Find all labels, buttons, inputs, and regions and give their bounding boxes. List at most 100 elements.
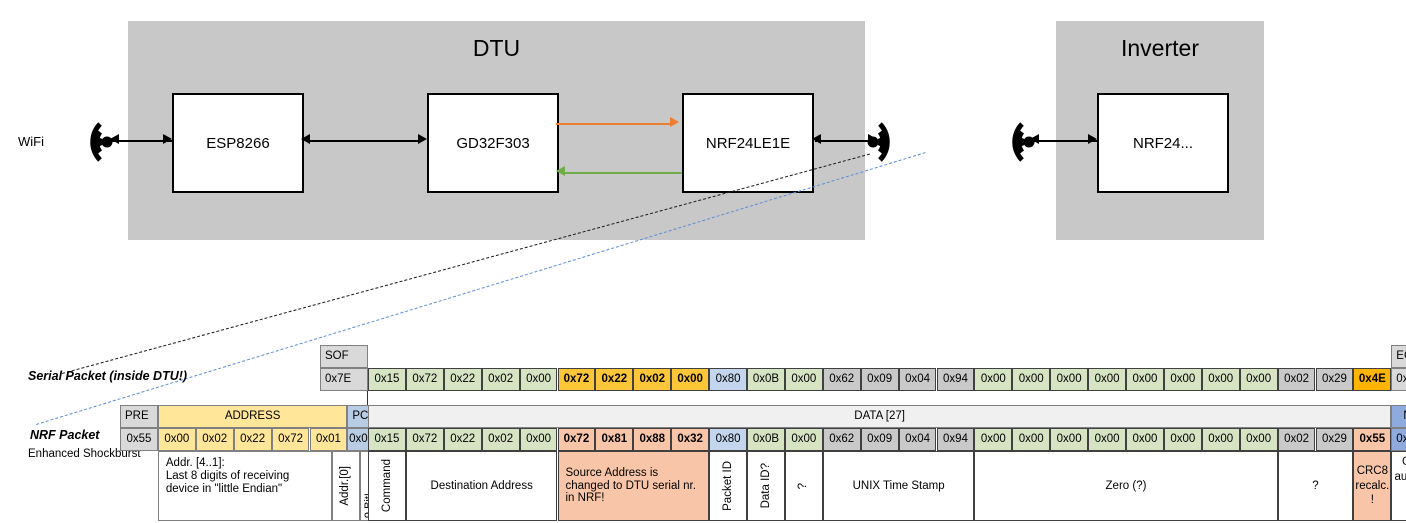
inverter-title: Inverter (1121, 35, 1199, 61)
serial-packet-label: Serial Packet (inside DTU!) (28, 369, 188, 383)
nrf-byte-11: 0x00 (784, 428, 823, 451)
serial-byte-10: 0x0B (747, 368, 785, 391)
chip-label: NRF24LE1E (705, 134, 791, 152)
nrf-address-byte-4: 0x01 (309, 428, 348, 451)
serial-eof-value: 0x7F (1391, 368, 1406, 391)
desc-nrf-crc: Generatedautomatically.DontCare! (1391, 451, 1406, 521)
esp-gd32-arrow-left (301, 134, 310, 144)
serial-byte-0: 0x15 (368, 368, 406, 391)
nrf-data-header: DATA [27] (368, 405, 1392, 428)
desc-unknown-2: ? (1277, 451, 1354, 521)
chip-label: GD32F303 (456, 134, 530, 152)
desc-timestamp: UNIX Time Stamp (822, 451, 975, 521)
desc-packet-id: Packet ID (709, 451, 747, 521)
nrf-byte-20: 0x00 (1126, 428, 1164, 451)
serial-byte-20: 0x00 (1126, 368, 1164, 391)
serial-byte-23: 0x00 (1239, 368, 1278, 391)
desc-command: Command (368, 451, 406, 521)
serial-byte-2: 0x22 (443, 368, 482, 391)
serial-byte-21: 0x00 (1163, 368, 1202, 391)
nrf-address-byte-3: 0x72 (271, 428, 310, 451)
serial-eof-header: EOF (1391, 345, 1406, 368)
nrf-byte-6: 0x81 (595, 428, 634, 451)
serial-byte-7: 0x02 (633, 368, 672, 391)
serial-nrf-connector (367, 391, 368, 405)
nrf-to-gd32-arrow (556, 166, 565, 176)
nrf-byte-16: 0x00 (974, 428, 1013, 451)
nrf-byte-25: 0x29 (1315, 428, 1354, 451)
nrf-byte-0: 0x15 (368, 428, 406, 451)
serial-byte-13: 0x09 (860, 368, 899, 391)
nrf-byte-24: 0x02 (1277, 428, 1316, 451)
esp-gd32-line (306, 140, 422, 142)
nrf-byte-14: 0x04 (898, 428, 937, 451)
desc-source: Source Address is changed to DTU serial … (557, 451, 710, 521)
nrf-pre-value: 0x55 (120, 428, 158, 451)
serial-byte-25: 0x29 (1315, 368, 1354, 391)
nrf-pre-header: PRE (120, 405, 158, 428)
desc-data-id: Data ID? (747, 451, 785, 521)
desc-unknown-1: ? (784, 451, 823, 521)
serial-sof-value: 0x7E (320, 368, 368, 391)
desc-addr0: Addr.[0] (332, 451, 360, 521)
chip-label: NRF24... (1132, 134, 1193, 152)
nrf-byte-2: 0x22 (443, 428, 482, 451)
nrf-address-byte-1: 0x02 (195, 428, 234, 451)
inverter-enclosure: Inverter (1056, 21, 1264, 240)
serial-byte-16: 0x00 (974, 368, 1013, 391)
nrf-byte-22: 0x00 (1201, 428, 1240, 451)
wifi-to-esp-line (112, 140, 172, 142)
serial-byte-5: 0x72 (557, 368, 596, 391)
nrf-byte-12: 0x62 (822, 428, 861, 451)
serial-byte-3: 0x02 (481, 368, 520, 391)
nrf-byte-13: 0x09 (860, 428, 899, 451)
serial-byte-26: 0x4E (1353, 368, 1392, 391)
nrf-address-header: ADDRESS (157, 405, 348, 428)
chip-nrf24: NRF24... (1097, 93, 1229, 193)
wifi-label: WiFi (18, 134, 44, 149)
inverter-arrow-right (1088, 134, 1097, 144)
serial-byte-22: 0x00 (1201, 368, 1240, 391)
wifi-arrow-right (163, 134, 172, 144)
dtu-title: DTU (472, 35, 521, 61)
serial-byte-8: 0x00 (671, 368, 710, 391)
serial-byte-12: 0x62 (822, 368, 861, 391)
nrf-antenna-line (815, 140, 877, 142)
desc-address: Addr. [4..1]:Last 8 digits of receiving … (157, 451, 333, 521)
chip-label: ESP8266 (206, 134, 270, 152)
serial-byte-9: 0x80 (709, 368, 747, 391)
nrf-packet-sublabel: Enhanced Shockburst (28, 448, 141, 460)
nrf-byte-3: 0x02 (481, 428, 520, 451)
chip-gd32f303: GD32F303 (427, 93, 559, 193)
nrf-to-gd32-line (564, 172, 682, 174)
nrf-byte-18: 0x00 (1050, 428, 1089, 451)
serial-byte-19: 0x00 (1088, 368, 1126, 391)
serial-byte-1: 0x72 (405, 368, 444, 391)
serial-byte-24: 0x02 (1277, 368, 1316, 391)
chip-nrf24le1e: NRF24LE1E (682, 93, 814, 193)
esp-gd32-arrow-right (418, 134, 427, 144)
nrf-byte-21: 0x00 (1163, 428, 1202, 451)
desc-destination: Destination Address (405, 451, 558, 521)
nrf-byte-1: 0x72 (405, 428, 444, 451)
nrf-byte-15: 0x94 (936, 428, 975, 451)
serial-byte-4: 0x00 (519, 368, 558, 391)
gd32-to-nrf-arrow (670, 117, 679, 127)
nrf-antenna-arrow-left (812, 134, 821, 144)
nrf-byte-26: 0x55 (1353, 428, 1392, 451)
nrf-byte-9: 0x80 (709, 428, 747, 451)
nrf-byte-23: 0x00 (1239, 428, 1278, 451)
nrf-byte-7: 0x88 (633, 428, 672, 451)
nrf-byte-5: 0x72 (557, 428, 596, 451)
serial-byte-6: 0x22 (595, 368, 634, 391)
nrf-address-byte-2: 0x22 (233, 428, 272, 451)
serial-sof-header: SOF (320, 345, 368, 368)
nrf-address-byte-0: 0x00 (157, 428, 196, 451)
wifi-arrow-left (110, 134, 119, 144)
nrf-packet-label: NRF Packet (30, 428, 100, 442)
nrf-byte-4: 0x00 (519, 428, 558, 451)
inverter-arrow-left (1030, 134, 1039, 144)
nrf-byte-10: 0x0B (747, 428, 785, 451)
nrf-crc-byte-0: 0x.. (1391, 428, 1406, 451)
